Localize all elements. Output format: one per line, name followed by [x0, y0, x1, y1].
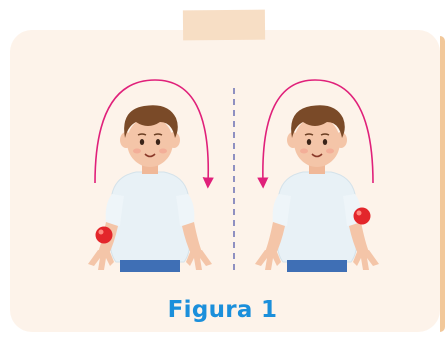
boy-right [255, 105, 379, 272]
figure-caption: Figura 1 [0, 297, 445, 323]
red-ball-right [354, 208, 371, 225]
boy-left [88, 105, 212, 272]
red-ball-left [96, 227, 113, 244]
